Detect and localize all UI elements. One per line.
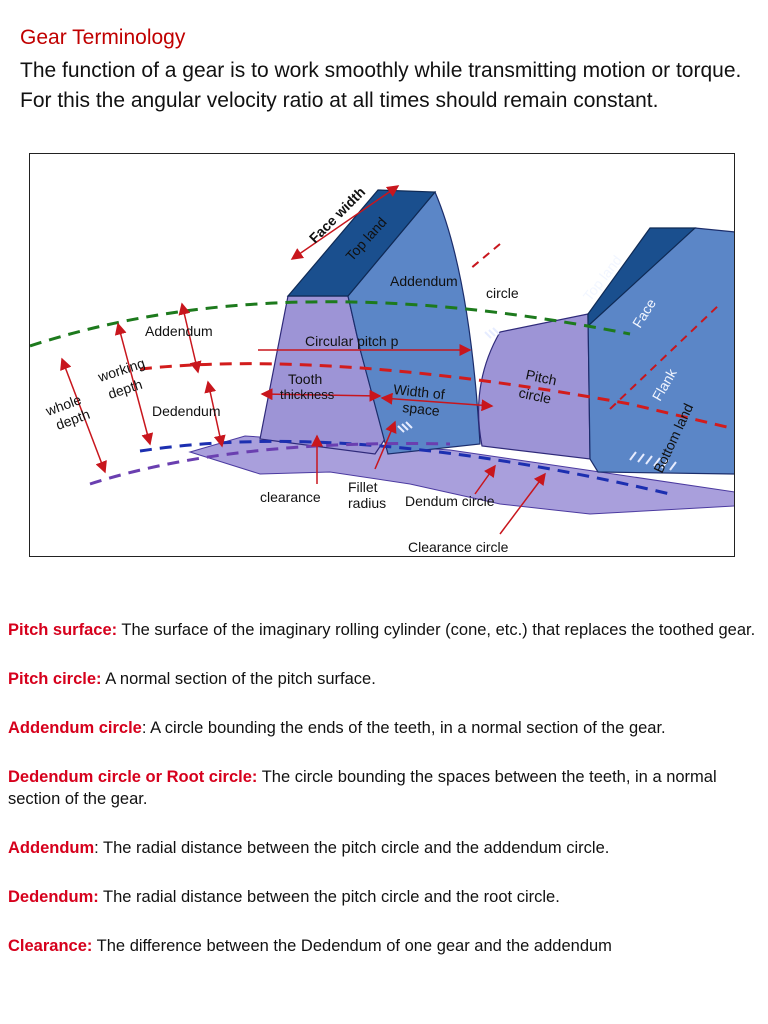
definition-pitch-surface: Pitch surface: The surface of the imagin… [8, 619, 760, 641]
definition-dedendum: Dedendum: The radial distance between th… [8, 886, 760, 908]
tooth-thickness-arrow [260, 388, 382, 402]
term-label: Clearance: [8, 937, 93, 955]
label-pitch-circle-1: Pitch [524, 366, 558, 388]
label-addendum-circle-1: Addendum [390, 273, 458, 289]
label-width-of-space-1: Width of [393, 381, 446, 402]
fillet-marks-3 [629, 451, 677, 471]
term-label: Pitch circle: [8, 670, 102, 688]
tooth-2-top-land [587, 227, 697, 328]
label-pitch-circle-2: circle [517, 384, 552, 406]
term-text: The difference between the Dedendum of o… [92, 937, 612, 955]
page-title: Gear Terminology [20, 26, 186, 49]
addendum-circle-line [30, 300, 631, 348]
definition-pitch-circle: Pitch circle: A normal section of the pi… [8, 668, 760, 690]
addendum-arrow [178, 302, 202, 374]
label-addendum: Addendum [145, 323, 213, 339]
clearance-circle-line [89, 442, 451, 486]
term-label: Dedendum: [8, 888, 99, 906]
term-text: The surface of the imaginary rolling cyl… [117, 621, 756, 639]
term-label: Addendum circle [8, 719, 142, 737]
term-text: The radial distance between the pitch ci… [98, 888, 560, 906]
label-fillet-radius-2: radius [348, 495, 386, 511]
label-tooth-thickness-2: thickness [280, 387, 335, 402]
working-depth-arrow [114, 322, 154, 446]
label-dedendum: Dedendum [152, 403, 221, 419]
label-clearance-circle: Clearance circle [408, 539, 509, 555]
term-text: : A circle bounding the ends of the teet… [141, 719, 666, 737]
label-circular-pitch: Circular pitch p [305, 333, 399, 349]
label-tooth-thickness-1: Tooth [288, 371, 322, 387]
label-dendum-circle: Dendum circle [405, 493, 495, 509]
gear-diagram: Face width Top land Addendum circle Top … [30, 184, 734, 555]
term-label: Addendum [8, 839, 95, 857]
term-label: Dedendum circle or Root circle: [8, 768, 258, 786]
face-width-arrow [290, 185, 400, 260]
pitch-circle-line [139, 362, 734, 431]
dendum-pointer [474, 464, 496, 495]
definition-addendum-circle: Addendum circle: A circle bounding the e… [8, 717, 760, 739]
width-of-space-arrow [380, 392, 494, 412]
dedendum-arrow [204, 380, 226, 448]
whole-depth-arrow [60, 357, 107, 474]
label-addendum-circle-2: circle [486, 285, 519, 301]
label-clearance: clearance [260, 489, 321, 505]
term-label: Pitch surface: [8, 621, 118, 639]
definition-addendum: Addendum: The radial distance between th… [8, 837, 760, 859]
dedendum-circle-line [139, 439, 671, 496]
top-land-pointer [469, 243, 501, 270]
definitions-list: Pitch surface: The surface of the imagin… [8, 619, 760, 984]
gear-terminology-figure: Face width Top land Addendum circle Top … [29, 153, 735, 557]
fillet-pointer [374, 420, 397, 470]
fillet-marks-2 [397, 421, 413, 433]
label-width-of-space-2: space [402, 399, 441, 419]
intro-paragraph: The function of a gear is to work smooth… [20, 59, 742, 112]
definition-dedendum-circle: Dedendum circle or Root circle: The circ… [8, 766, 760, 810]
definition-clearance: Clearance: The difference between the De… [8, 935, 760, 957]
term-text: : The radial distance between the pitch … [94, 839, 610, 857]
term-text: A normal section of the pitch surface. [101, 670, 376, 688]
flank-pointer [609, 303, 721, 410]
term-text: The circle bounding the spaces between t… [8, 768, 717, 808]
fillet-marks-1 [484, 327, 500, 339]
label-fillet-radius-1: Fillet [348, 479, 378, 495]
clearance-circle-pointer [499, 472, 546, 535]
